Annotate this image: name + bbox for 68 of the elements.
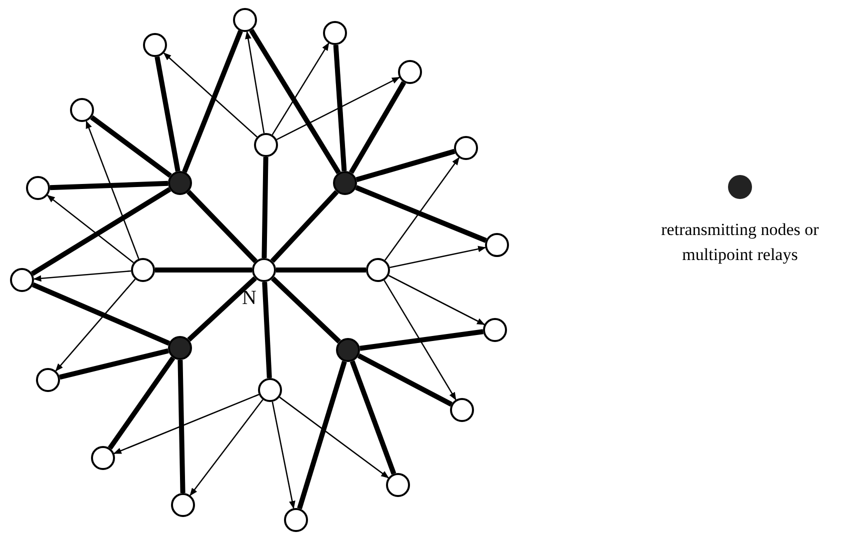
link-line bbox=[108, 356, 176, 450]
arrow bbox=[384, 157, 460, 261]
arrow bbox=[388, 274, 485, 326]
relay-node bbox=[333, 171, 357, 195]
link-line bbox=[348, 81, 406, 174]
arrow bbox=[190, 399, 264, 496]
link-line bbox=[187, 276, 257, 342]
node-circle bbox=[366, 258, 390, 282]
link-line bbox=[333, 44, 347, 172]
arrow bbox=[384, 280, 456, 400]
node-circle bbox=[398, 60, 422, 84]
link-line bbox=[355, 185, 487, 243]
arrow bbox=[86, 120, 140, 260]
node-circle bbox=[386, 473, 410, 497]
link-line bbox=[30, 187, 172, 276]
link-line bbox=[59, 348, 169, 380]
relay-node bbox=[168, 171, 192, 195]
arrow bbox=[279, 396, 390, 478]
link-line bbox=[50, 180, 168, 190]
node-circle bbox=[131, 258, 155, 282]
node-circle bbox=[26, 176, 50, 200]
relay-node bbox=[336, 338, 360, 362]
node-label: N bbox=[242, 288, 256, 308]
link-line bbox=[186, 190, 258, 264]
node-circle bbox=[323, 21, 347, 45]
arrow bbox=[113, 394, 260, 454]
arrow bbox=[163, 52, 258, 138]
arrow bbox=[276, 76, 400, 140]
link-line bbox=[276, 268, 366, 272]
link-line bbox=[262, 156, 268, 258]
link-line bbox=[357, 353, 453, 407]
link-line bbox=[32, 282, 170, 346]
arrow bbox=[245, 31, 265, 134]
node-circle bbox=[254, 133, 278, 157]
node-circle bbox=[454, 136, 478, 160]
link-line bbox=[249, 28, 341, 174]
node-circle bbox=[485, 233, 509, 257]
link-line bbox=[356, 148, 456, 182]
node-circle bbox=[70, 98, 94, 122]
link-line bbox=[350, 360, 396, 475]
node-circle bbox=[233, 8, 257, 32]
link-line bbox=[182, 30, 243, 173]
arrow bbox=[272, 42, 330, 136]
node-circle bbox=[10, 268, 34, 292]
arrow bbox=[46, 194, 134, 264]
node-circle bbox=[91, 446, 115, 470]
link-line bbox=[154, 56, 180, 172]
relay-node bbox=[168, 336, 192, 360]
node-circle bbox=[483, 318, 507, 342]
arrow bbox=[272, 402, 296, 509]
link-line bbox=[270, 276, 342, 344]
legend-text: retransmitting nodes or multipoint relays bbox=[660, 219, 820, 266]
link-line bbox=[90, 115, 172, 178]
link-line bbox=[178, 360, 186, 494]
arrow bbox=[55, 278, 136, 372]
link-line bbox=[360, 329, 484, 351]
arrow bbox=[390, 246, 486, 268]
link-line bbox=[297, 360, 347, 510]
node-circle bbox=[450, 398, 474, 422]
node-circle bbox=[36, 368, 60, 392]
link-line bbox=[262, 282, 272, 378]
link-line bbox=[155, 268, 252, 272]
node-circle bbox=[258, 378, 282, 402]
link-line bbox=[270, 190, 339, 263]
arrow bbox=[33, 270, 132, 282]
node-circle bbox=[171, 493, 195, 517]
node-circle bbox=[143, 33, 167, 57]
node-circle bbox=[284, 508, 308, 532]
